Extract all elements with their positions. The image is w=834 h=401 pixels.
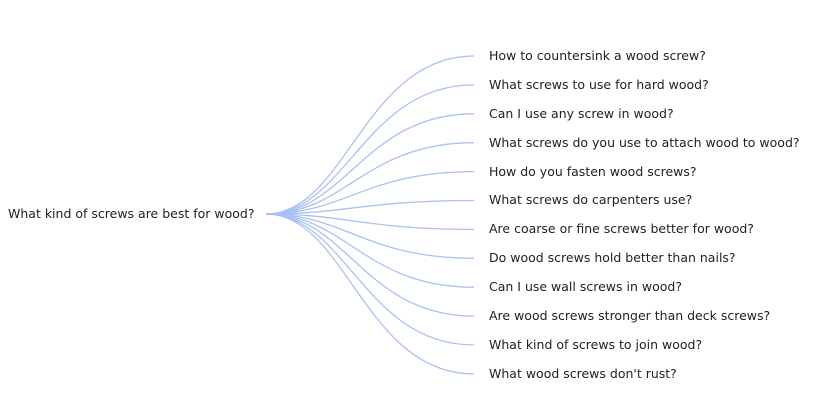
connector-line	[265, 213, 475, 259]
connector-line	[265, 213, 475, 346]
related-question-item[interactable]: Do wood screws hold better than nails?	[489, 250, 736, 266]
related-question-item[interactable]: What screws do carpenters use?	[489, 192, 693, 208]
connector-line	[265, 55, 475, 215]
related-question-item[interactable]: Can I use any screw in wood?	[489, 105, 674, 121]
related-question-item[interactable]: What screws do you use to attach wood to…	[489, 134, 800, 150]
related-question-item[interactable]: How to countersink a wood screw?	[489, 48, 706, 63]
connector-line	[265, 170, 475, 215]
related-question-item[interactable]: What wood screws don't rust?	[489, 365, 677, 381]
related-question-item[interactable]: Are wood screws stronger than deck screw…	[489, 308, 771, 324]
connector-line	[265, 213, 475, 288]
connector-line	[265, 213, 475, 317]
connector-line	[265, 142, 475, 215]
root-question: What kind of screws are best for wood?	[8, 206, 255, 221]
related-question-item[interactable]: How do you fasten wood screws?	[489, 163, 697, 179]
related-question-item[interactable]: Are coarse or fine screws better for woo…	[489, 221, 754, 237]
connector-line	[265, 213, 475, 375]
connector-line	[265, 213, 475, 231]
related-question-item[interactable]: Can I use wall screws in wood?	[489, 279, 682, 295]
connector-line	[265, 84, 475, 215]
related-questions-list: How to countersink a wood screw? What scr…	[489, 47, 800, 394]
connector-line	[265, 199, 475, 215]
related-question-item[interactable]: What screws to use for hard wood?	[489, 76, 709, 92]
related-question-item[interactable]: What kind of screws to join wood?	[489, 336, 703, 352]
connector-line	[265, 113, 475, 215]
